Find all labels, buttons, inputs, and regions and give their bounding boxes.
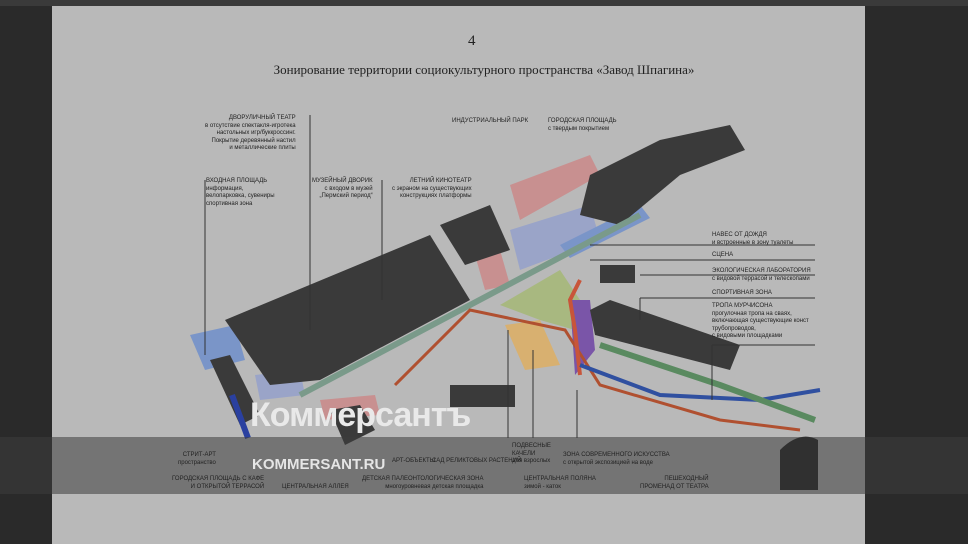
- label-canopy: Навес от дождяи встроенные в зону туалет…: [712, 232, 794, 246]
- watermark-logo: Коммерсантъ: [250, 396, 471, 434]
- watermark-site: KOMMERSANT.RU: [252, 456, 386, 473]
- watermark-band: [0, 437, 968, 494]
- railway: [298, 212, 642, 398]
- label-relic-garden: Сад реликтовых растений: [432, 458, 522, 464]
- orange-path: [567, 279, 582, 376]
- label-trail: Тропа Мурчисона прогулочная тропа на сва…: [712, 303, 809, 339]
- label-stage: Сцена: [712, 252, 734, 258]
- top-edge: [0, 0, 968, 6]
- label-central-glade: Центральная поляназимой - каток: [524, 476, 596, 490]
- buildings: [210, 125, 745, 445]
- central-glade-zone: [500, 270, 580, 330]
- label-art-objects: Арт-объекты: [392, 458, 436, 464]
- blue-strip: [229, 393, 251, 440]
- red-path: [393, 308, 801, 432]
- label-promenade: Пешеходныйпроменад от театра: [640, 476, 709, 490]
- paleo-zone: [505, 320, 560, 370]
- label-sport: Спортивная зона: [712, 290, 772, 296]
- paths: [229, 212, 821, 440]
- cinema-zone: [475, 250, 510, 290]
- label-industrial-park: Индустриальный парк: [452, 118, 529, 124]
- label-paleo-zone: Детская палеонтологическая зонамногоуров…: [362, 476, 484, 490]
- label-cinema: Летний кинотеатр с экраном на существующ…: [392, 178, 472, 199]
- label-eco-lab: Экологическая лабораторияс видовой терра…: [712, 268, 811, 282]
- label-museum: Музейный дворик с входом в музей„Пермски…: [312, 178, 373, 199]
- label-street-art: Стрит-артпространство: [178, 452, 216, 466]
- page-number: 4: [468, 33, 476, 49]
- label-dvor-theatre: Дворуличный театр в отсутствие спектакля…: [205, 115, 296, 151]
- leader-lines: [204, 115, 815, 438]
- label-entrance: Входная площадь информация,велопарковка,…: [206, 178, 275, 207]
- city-square-zone: [510, 205, 600, 270]
- label-swings: Подвесныекачелидля взрослых: [512, 443, 551, 464]
- page-title: Зонирование территории социокультурного …: [273, 62, 695, 77]
- green-trail: [599, 342, 817, 423]
- water: [579, 363, 821, 403]
- pink-zone: [510, 155, 600, 220]
- label-modern-art: Зона современного искусствас открытой эк…: [563, 452, 670, 466]
- label-central-alley: Центральная аллея: [282, 484, 349, 490]
- label-city-square: Городская площадьс твердым покрытием: [548, 118, 617, 132]
- label-city-square-cafe: Городская площадь с кафеи открытой терра…: [172, 476, 265, 490]
